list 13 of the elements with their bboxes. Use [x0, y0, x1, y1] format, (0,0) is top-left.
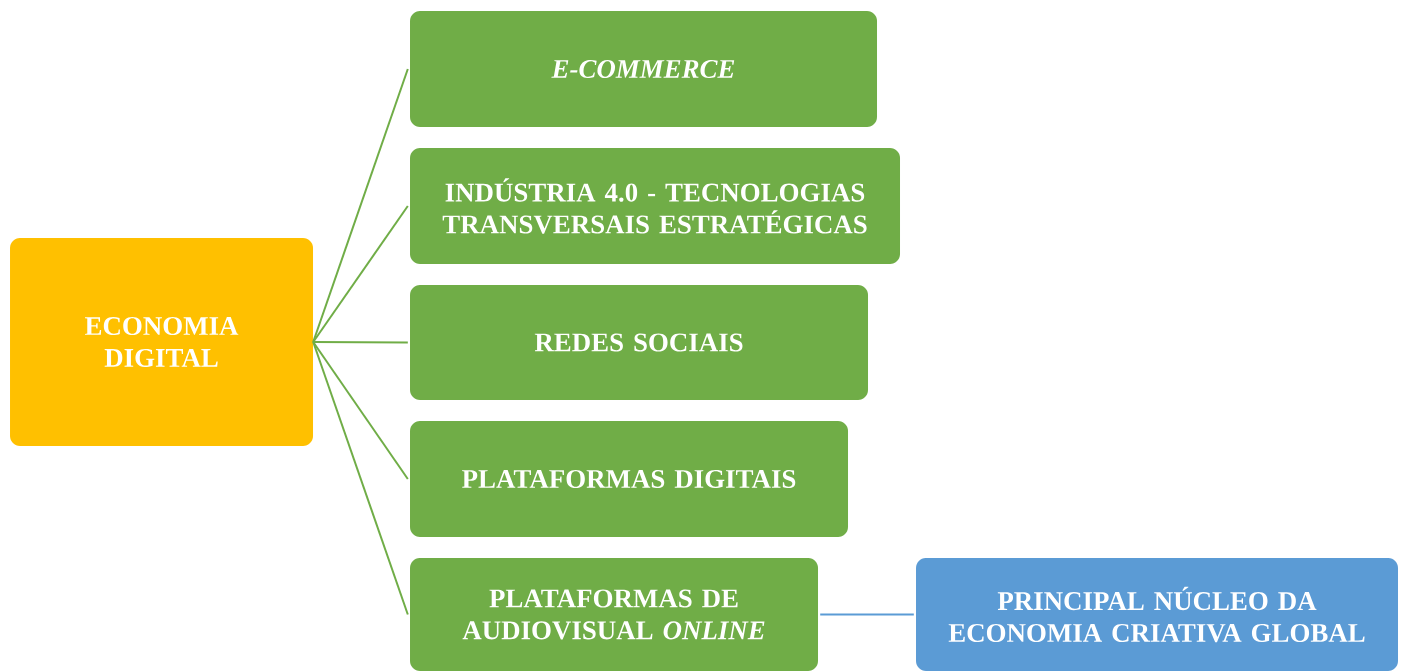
central-box: ECONOMIA DIGITAL — [10, 238, 313, 446]
connector-line — [312, 341, 409, 616]
topic-box: PLATAFORMAS DE AUDIOVISUAL ONLINE — [410, 558, 818, 671]
topic-box: REDES SOCIAIS — [410, 285, 868, 400]
topic-box: PLATAFORMAS DIGITAIS — [410, 421, 848, 537]
connector-line — [312, 341, 409, 480]
topic-box: PRINCIPAL NÚCLEO DA ECONOMIA CRIATIVA GLOBAL — [916, 558, 1398, 671]
connector-line — [312, 341, 409, 344]
connector-line — [312, 68, 409, 343]
connector-line — [312, 205, 409, 343]
topic-box: INDÚSTRIA 4.0 - TECNOLOGIAS TRANSVERSAIS ESTRATÉGICAS — [410, 148, 900, 264]
connector-line — [819, 613, 915, 616]
topic-box: E-COMMERCE — [410, 11, 877, 127]
